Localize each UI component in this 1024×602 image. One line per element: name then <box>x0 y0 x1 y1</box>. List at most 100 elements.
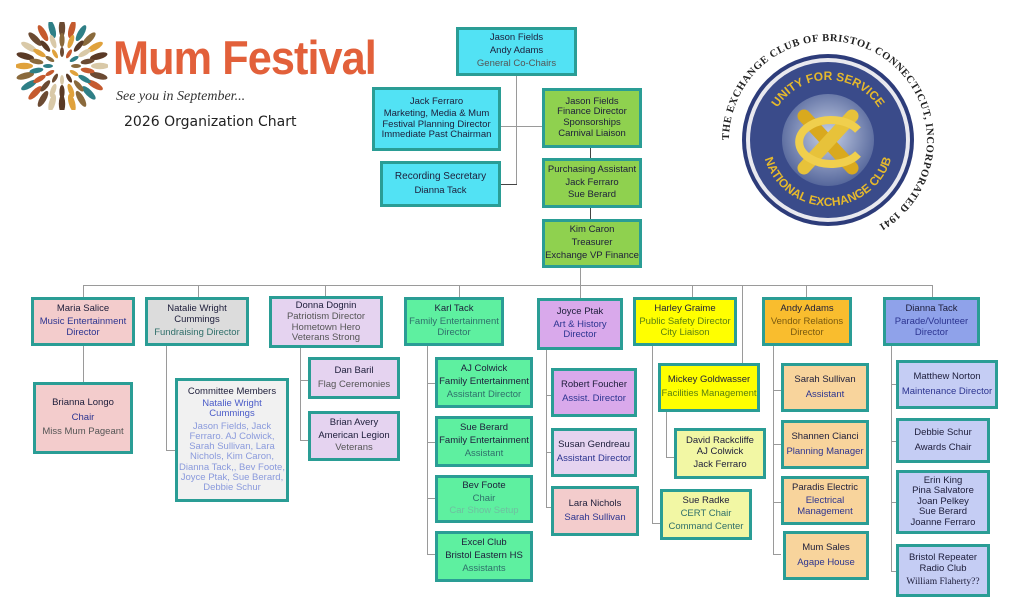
parade-volunteer-director-box: Dianna Tack Parade/Volunteer Director <box>883 297 980 346</box>
child-title: Family Entertainment <box>439 376 529 388</box>
flower-petal <box>67 83 75 98</box>
flag-ceremonies-box: Dan Baril Flag Ceremonies <box>308 357 400 399</box>
committee-member-line: Nichols, Kim Caron, <box>190 451 274 463</box>
flower-petal <box>86 79 103 91</box>
flower-petal <box>58 19 66 37</box>
excel-club-box: Excel Club Bristol Eastern HS Assistants <box>435 531 533 582</box>
treasurer-title-2: Exchange VP Finance <box>545 249 639 261</box>
exchange-club-seal: THE EXCHANGE CLUB OF BRISTOL CONNECTICUT… <box>716 28 940 252</box>
general-co-chairs-box: Jason Fields Andy Adams General Co-Chair… <box>456 27 577 76</box>
vendor-relations-director-box: Andy Adams Vendor Relations Director <box>762 297 852 346</box>
flower-petal <box>45 55 55 63</box>
flower-petal <box>37 90 49 107</box>
co-chair-name-1: Jason Fields <box>489 32 544 44</box>
child-title: CERT Chair <box>680 508 732 520</box>
flower-petal <box>89 71 108 80</box>
child-title: Car Show Setup <box>449 505 519 517</box>
child-title: Maintenance Director <box>901 385 993 397</box>
committee-member-line: Dianna Tack,, Bev Foote, <box>179 461 285 473</box>
head-title: Director <box>790 326 824 338</box>
child-name: Radio Club <box>919 563 967 575</box>
head-title: Music Entertainment <box>39 316 127 328</box>
facilities-management-box: Mickey Goldwasser Facilities Management <box>658 363 760 412</box>
marketing-director-box: Jack Ferraro Marketing, Media & Mum Fest… <box>372 87 501 151</box>
flower-petal <box>82 32 96 46</box>
finance-director-box: Jason Fields Finance Director Sponsorshi… <box>542 88 642 148</box>
head-title: Director <box>66 326 100 338</box>
head-title: Veterans Strong <box>291 331 361 343</box>
sue-berard-box: Sue Berard Family Entertainment Assistan… <box>435 416 533 467</box>
head-title: Fundraising Director <box>154 326 240 338</box>
child-name: Lara Nichols <box>568 497 622 509</box>
flower-petal <box>67 93 76 112</box>
david-rackcliffe-box: David Rackcliffe AJ Colwick Jack Ferraro <box>674 428 766 479</box>
child-name: Sue Radke <box>682 495 730 507</box>
child-title: Awards Chair <box>914 441 972 453</box>
finance-name: Jason Fields <box>565 95 619 107</box>
child-title: Family Entertainment <box>439 435 529 447</box>
flower-petal <box>67 20 76 39</box>
child-title: Miss Mum Pageant <box>42 426 124 438</box>
head-title: City Liaison <box>660 326 710 338</box>
child-name: Joan Pelkey <box>917 495 969 507</box>
purchasing-title: Purchasing Assistant <box>547 163 637 175</box>
recording-secretary-box: Recording Secretary Dianna Tack <box>380 161 501 207</box>
flower-petal <box>28 32 42 46</box>
flower-petal <box>69 55 79 63</box>
bristol-repeater-box: Bristol Repeater Radio Club William Flah… <box>896 544 990 597</box>
patriotism-director-box: Donna Dognin Patriotism Director Hometow… <box>269 296 383 348</box>
co-chairs-title: General Co-Chairs <box>476 57 557 69</box>
child-name: Sue Berard <box>918 506 968 518</box>
purchasing-name-2: Sue Berard <box>567 189 617 201</box>
child-name: Pina Salvatore <box>912 485 974 497</box>
treasurer-box: Kim Caron Treasurer Exchange VP Finance <box>542 219 642 268</box>
child-title: Assistant Director <box>556 453 632 464</box>
child-title: Chair <box>472 492 496 504</box>
finance-title-3: Carnival Liaison <box>558 127 626 139</box>
flower-petal <box>78 74 91 84</box>
child-title: Agape House <box>797 556 855 568</box>
flower-petal <box>75 90 87 107</box>
flower-petal <box>58 95 66 113</box>
flower-petal <box>40 40 51 52</box>
head-title: Family Entertainment <box>409 316 499 328</box>
child-title: Facilities Management <box>661 388 757 399</box>
family-entertainment-director-box: Karl Tack Family Entertainment Director <box>404 297 504 346</box>
child-title: Planning Manager <box>786 445 864 457</box>
child-name: Robert Foucher <box>560 379 627 391</box>
child-title: Assist. Director <box>562 393 626 404</box>
music-director-box: Maria Salice Music Entertainment Directo… <box>31 297 135 346</box>
child-name: Brianna Longo <box>52 396 114 408</box>
flower-petal <box>73 40 84 52</box>
volunteers-box: Erin King Pina Salvatore Joan Pelkey Sue… <box>896 470 990 534</box>
head-title: Director <box>437 326 471 338</box>
head-name: Maria Salice <box>56 303 110 315</box>
head-name: Donna Dognin <box>295 299 357 311</box>
child-title: Command Center <box>668 520 744 532</box>
brand-title: Mum Festival <box>113 31 377 84</box>
child-name: Excel Club <box>461 537 507 549</box>
flower-petal <box>86 41 103 53</box>
tagline: See you in September... <box>116 89 246 104</box>
marketing-title-1: Marketing, Media & Mum <box>383 107 490 119</box>
flower-petal <box>37 25 49 42</box>
susan-gendreau-box: Susan Gendreau Assistant Director <box>551 428 637 477</box>
child-title: Flag Ceremonies <box>317 378 391 390</box>
debbie-schur-box: Debbie Schur Awards Chair <box>896 418 990 463</box>
flower-petal <box>80 67 95 74</box>
marketing-title-2: Festival Planning Director <box>382 118 491 130</box>
flower-petal <box>73 80 84 92</box>
flower-petal <box>33 74 46 84</box>
committee-member-line: Jason Fields, Jack <box>192 420 272 432</box>
child-name: Sarah Sullivan <box>794 373 856 385</box>
child-name: Mickey Goldwasser <box>667 374 751 386</box>
secretary-title: Recording Secretary <box>394 170 487 182</box>
child-name: Sue Berard <box>459 422 509 434</box>
art-history-director-box: Joyce Ptak Art & History Director <box>537 298 623 350</box>
finance-title-2: Sponsorships <box>563 117 621 128</box>
flower-petal <box>29 58 44 65</box>
child-title: Assistant <box>464 447 504 459</box>
child-name: Bristol Repeater <box>908 552 978 564</box>
flower-petal <box>43 64 53 68</box>
head-title: Director <box>914 326 949 338</box>
